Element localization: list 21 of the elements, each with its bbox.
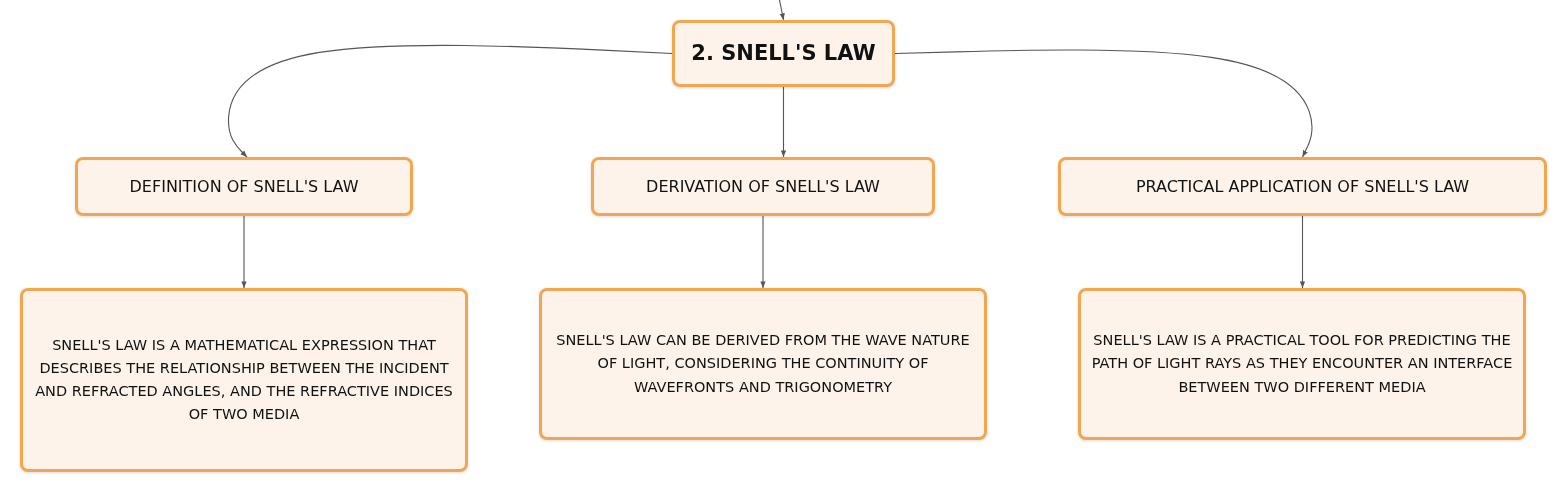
subtopic-box (591, 157, 935, 216)
node-text: PRACTICAL APPLICATION OF SNELL'S LAW (1135, 175, 1470, 198)
subtopic-box (1058, 157, 1547, 216)
connector-arrow (778, 0, 785, 21)
connector-arrow (227, 44, 673, 158)
description-box (20, 288, 468, 472)
connector-arrow (241, 215, 247, 289)
node-text: SNELL'S LAW IS A PRACTICAL TOOL FOR PREDICTING THE PATH OF LIGHT RAYS AS THEY ENCOUNTER AN INTERFACE BETWEEN TWO DIFFERENT MEDIA (1090, 331, 1514, 397)
connector-arrow (1299, 215, 1306, 289)
connector-arrow (780, 86, 787, 158)
node-text: DERIVATION OF SNELL'S LAW (646, 175, 880, 198)
connector-arrow (760, 215, 766, 289)
subtopic-box (75, 157, 413, 216)
node-text: DEFINITION OF SNELL'S LAW (129, 175, 359, 198)
description-box (539, 288, 987, 440)
description-box (1078, 288, 1526, 440)
topic-box (672, 20, 895, 87)
node-text: SNELL'S LAW IS A MATHEMATICAL EXPRESSION THAT DESCRIBES THE RELATIONSHIP BETWEEN THE INCIDENT AND REFRACTED ANGLES, AND THE REFRACTIVE INDICES OF TWO MEDIA (34, 335, 454, 425)
node-text: 2. SNELL'S LAW (691, 39, 876, 67)
node-text: SNELL'S LAW CAN BE DERIVED FROM THE WAVE NATURE OF LIGHT, CONSIDERING THE CONTINUITY OF WAVEFRONTS AND TRIGONOMETRY (555, 331, 971, 397)
connector-arrow (894, 49, 1313, 158)
